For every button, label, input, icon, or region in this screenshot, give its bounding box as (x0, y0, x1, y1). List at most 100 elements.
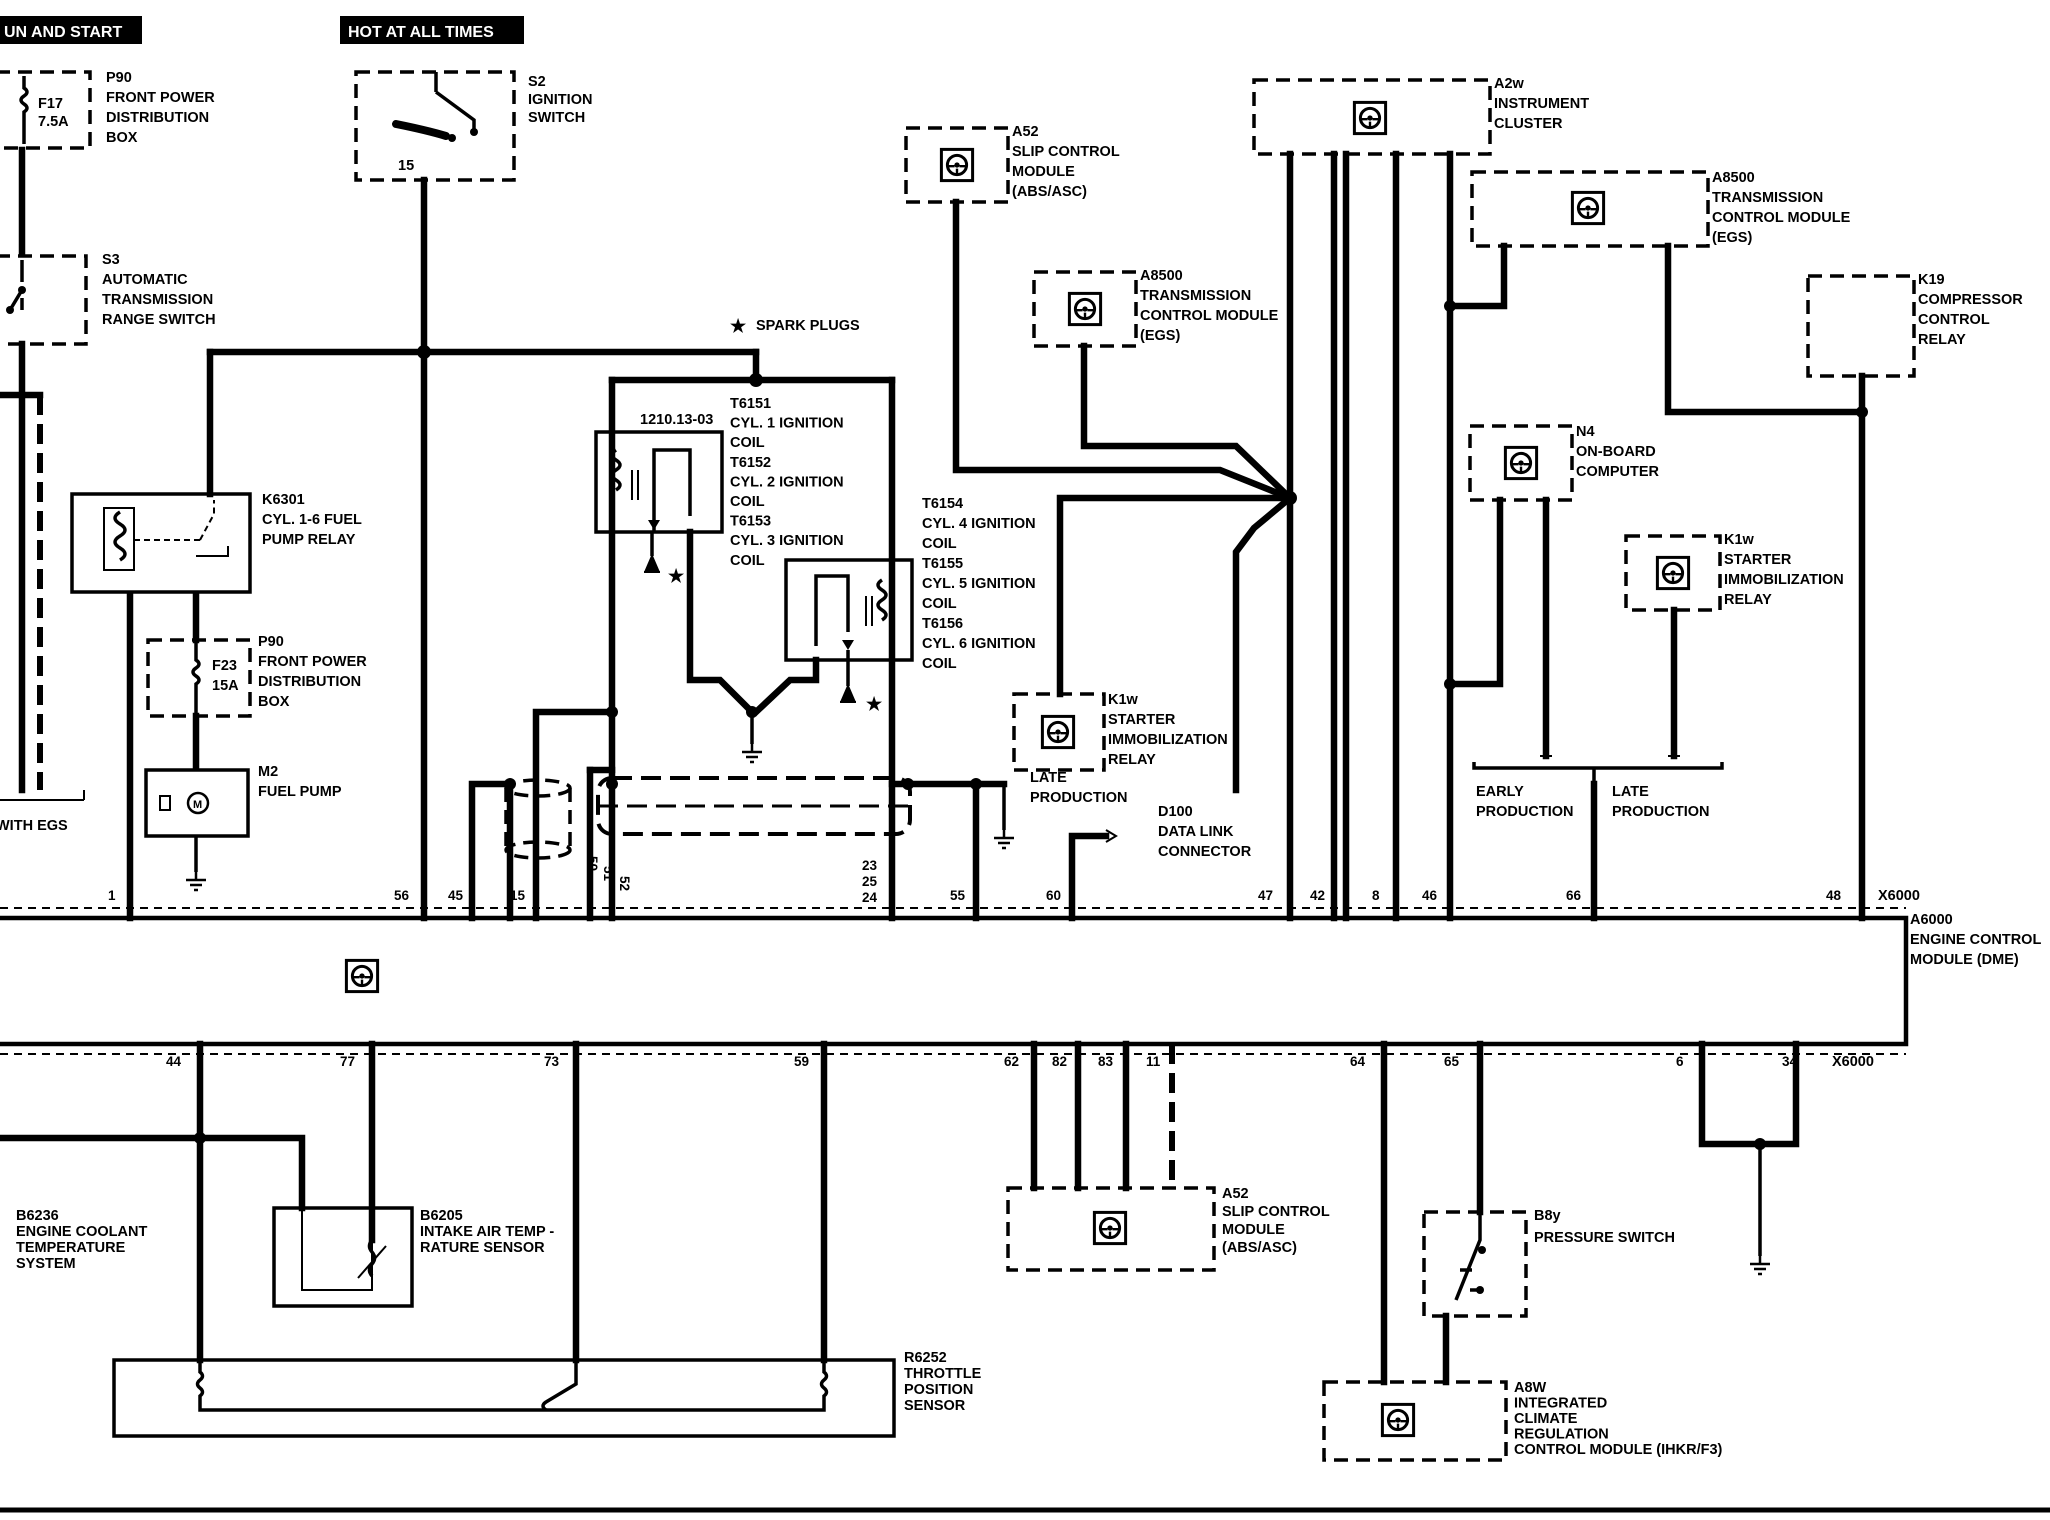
a2w-box (1252, 78, 1492, 156)
spark-plug-icon (644, 553, 660, 573)
throttle-resistor-icon (195, 1360, 829, 1412)
fuel-pump-motor-icon (186, 791, 210, 815)
pin-top: 45 (448, 888, 464, 903)
engine-control-module (0, 915, 1909, 1047)
pin-top: 23 (862, 858, 878, 873)
label-coils-part: 1210.13-03 (640, 412, 713, 428)
ignition-switch-icon (434, 72, 476, 132)
ground-icon-bottom (1748, 1256, 1772, 1276)
n4-box (1468, 424, 1574, 502)
pin-top: 15 (510, 888, 526, 903)
fuse-f23-icon (191, 640, 201, 716)
b6205-box (272, 1206, 414, 1308)
pin-bottom: 64 (1350, 1054, 1366, 1069)
pin-top: 50 (585, 856, 600, 871)
pin-top: 42 (1310, 888, 1325, 903)
pin-bottom: 44 (166, 1054, 182, 1069)
module-icon-a2w (1352, 100, 1388, 136)
ignition-coils-a-box (594, 430, 724, 534)
module-icon-a52-top (939, 147, 975, 183)
ground-icon-m2 (184, 872, 208, 892)
header-hot-always: HOT AT ALL TIMES (340, 16, 524, 44)
module-icon-a8500-right (1570, 190, 1606, 226)
coil-b-icon (876, 578, 888, 622)
pin-bottom: 65 (1444, 1054, 1460, 1069)
pin-bottom: 11 (1146, 1054, 1161, 1069)
pin-top: 46 (1422, 888, 1438, 903)
pin-top: 8 (1372, 888, 1380, 903)
k19-box (1806, 274, 1916, 378)
ground-icon-coils (740, 744, 764, 764)
module-icon-k1w-right (1655, 555, 1691, 591)
pin-top: 60 (1046, 888, 1061, 903)
k1w-right-box (1624, 534, 1722, 612)
label-with-egs: WITH EGS (0, 818, 68, 834)
pin-bottom: 77 (340, 1054, 355, 1069)
header-run-start-text: UN AND START (4, 24, 122, 41)
header-run-start: UN AND START (0, 16, 142, 44)
pin-bottom: 59 (794, 1054, 809, 1069)
pin-top: 1 (108, 888, 116, 903)
label-spark-plugs: SPARK PLUGS (756, 318, 860, 334)
star-mark-b: ★ (866, 694, 883, 714)
coil-a-icon (610, 448, 622, 492)
label-x6000-top: X6000 (1878, 888, 1920, 904)
module-icon-k1w-mid (1040, 714, 1076, 750)
b8y-box (1422, 1210, 1528, 1318)
module-icon-a8500-mid (1067, 291, 1103, 327)
pin-bottom: 83 (1098, 1054, 1114, 1069)
pin-top: 47 (1258, 888, 1273, 903)
pin-bottom: 6 (1676, 1054, 1684, 1069)
pin-top: 51 (601, 866, 616, 882)
k6301-relay-box (70, 492, 252, 594)
pin-top: 56 (394, 888, 410, 903)
ground-icon-shield (992, 830, 1016, 850)
legend-star-icon: ★ (730, 316, 747, 336)
p90-top-box (0, 70, 92, 150)
range-switch-icon (8, 260, 24, 311)
pin-top: 55 (950, 888, 966, 903)
pin-top: 48 (1826, 888, 1842, 903)
module-icon-a6000 (344, 958, 380, 994)
module-icon-a52-bottom (1092, 1210, 1128, 1246)
pin-top: 25 (862, 874, 878, 889)
s3-box (0, 254, 88, 346)
a52-bottom-box (1006, 1186, 1216, 1272)
module-icon-a8w (1380, 1402, 1416, 1438)
pin-top: 52 (617, 876, 632, 891)
pin-bottom: 34 (1782, 1054, 1798, 1069)
a8w-box (1322, 1380, 1508, 1462)
star-mark: ★ (668, 566, 685, 586)
motor-label: M (193, 799, 202, 811)
r6252-box (112, 1358, 896, 1438)
pin-bottom: 62 (1004, 1054, 1019, 1069)
relay-coil-icon (103, 507, 135, 571)
spark-plug-icon-b (840, 683, 856, 703)
label-s2-pin: 15 (398, 158, 414, 174)
